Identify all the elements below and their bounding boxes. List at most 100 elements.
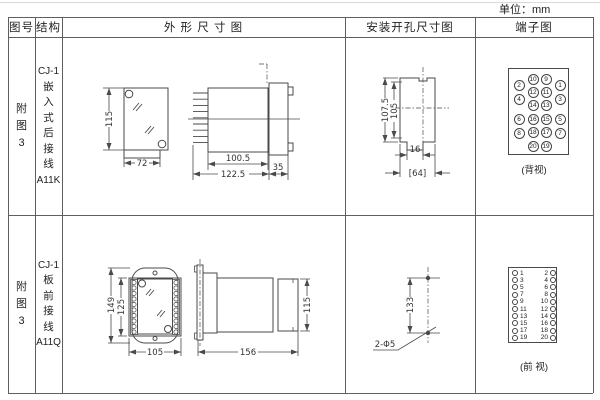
table-header-divider bbox=[8, 37, 593, 38]
terminal-pin: 1 bbox=[554, 79, 566, 91]
terminal-pin: 2 bbox=[513, 79, 525, 91]
row1-outline-drawing: 115 72 100.5 122.5 35 bbox=[103, 63, 300, 180]
terminal-pin-circle bbox=[511, 320, 518, 327]
terminal-pin-circle bbox=[549, 327, 556, 334]
terminal-pin-circle bbox=[511, 298, 518, 305]
row1-install-dims bbox=[382, 77, 450, 177]
table-border-top bbox=[8, 17, 593, 18]
terminal-pin: 3 bbox=[554, 93, 566, 105]
terminal-pin: 6 bbox=[513, 114, 525, 125]
terminal-pin-circle bbox=[511, 327, 518, 334]
header-terminal: 端子图 bbox=[515, 22, 553, 34]
terminal-pin: 15 bbox=[540, 113, 552, 125]
terminal-pin-circle bbox=[511, 313, 518, 320]
terminal-pin-number: 20 bbox=[540, 334, 548, 342]
terminal-front-label: (前 视) bbox=[520, 362, 548, 373]
terminal-pin: 13 bbox=[540, 100, 552, 112]
table-border-right bbox=[593, 17, 594, 393]
terminal-pin: 8 bbox=[513, 127, 525, 139]
terminal-pin-number: 3 bbox=[520, 276, 524, 284]
row2-install-drawing: 133 2-Φ5 bbox=[373, 267, 440, 351]
terminal-pin: 7 bbox=[554, 127, 566, 139]
row2-dim-labels: 149 125 105 156 115 bbox=[107, 297, 313, 358]
terminal-pin-circle bbox=[549, 313, 556, 320]
dim-105: 105 bbox=[390, 103, 400, 119]
terminal-pin-number: 4 bbox=[544, 276, 548, 284]
table-col-line-3 bbox=[345, 17, 346, 393]
row1-dimensions bbox=[103, 87, 289, 180]
row2-front-view bbox=[128, 267, 182, 344]
terminal-pin-number: 9 bbox=[520, 298, 524, 306]
terminal-pin-number: 8 bbox=[544, 291, 548, 299]
terminal-pin-number: 17 bbox=[520, 327, 528, 335]
terminal-pin: 18 bbox=[527, 127, 539, 139]
dim-122-5: 122.5 bbox=[221, 170, 245, 180]
terminal-pin: 16 bbox=[527, 113, 539, 125]
dim-72: 72 bbox=[137, 159, 148, 169]
terminal-pin-circle bbox=[511, 284, 518, 291]
terminal-pin: 11 bbox=[540, 86, 552, 98]
row2-structure: CJ-1 板 前 接 线 A11Q bbox=[36, 259, 61, 349]
dim-64: [64] bbox=[409, 169, 426, 179]
header-install: 安装开孔尺寸图 bbox=[366, 22, 454, 34]
table-border-left bbox=[8, 17, 9, 393]
terminal-pin-circle bbox=[549, 298, 556, 305]
terminal-back-label: (背视) bbox=[521, 165, 547, 176]
row1-install-labels: 107.5 105 16 [64] bbox=[381, 98, 426, 179]
dim-115: 115 bbox=[105, 111, 115, 127]
terminal-pin-number: 7 bbox=[520, 291, 524, 299]
terminal-pin: 9 bbox=[540, 73, 552, 85]
header-outline: 外 形 尺 寸 图 bbox=[163, 22, 244, 34]
terminal-pin-circle bbox=[549, 277, 556, 284]
table-border-bottom bbox=[8, 393, 593, 394]
row1-install-drawing: 107.5 105 16 [64] bbox=[381, 67, 450, 179]
terminal-pin: 10 bbox=[527, 73, 539, 85]
table-col-line-1 bbox=[35, 17, 36, 393]
row1-dim-labels: 115 72 100.5 122.5 35 bbox=[105, 111, 283, 180]
terminal-pin-circle bbox=[549, 306, 556, 312]
dim-156: 156 bbox=[240, 348, 256, 358]
terminal-pin-number: 5 bbox=[520, 283, 524, 291]
table-col-line-2 bbox=[62, 17, 63, 393]
terminal-pin-circle bbox=[511, 306, 518, 312]
dim-2-phi5: 2-Φ5 bbox=[375, 340, 396, 350]
dim-16: 16 bbox=[410, 145, 421, 155]
terminal-pin-number: 6 bbox=[544, 283, 548, 291]
row2-outline-drawing: 149 125 105 156 115 bbox=[107, 259, 313, 358]
terminal-pin-circle bbox=[549, 334, 556, 341]
terminal-pin-number: 14 bbox=[540, 312, 548, 320]
dim-105-w: 105 bbox=[147, 348, 163, 358]
header-structure: 结构 bbox=[36, 22, 61, 34]
unit-label: 单位：mm bbox=[499, 4, 551, 16]
terminal-pin: 12 bbox=[527, 86, 539, 98]
row1-structure: CJ-1 嵌 入 式 后 接 线 A11K bbox=[36, 66, 61, 186]
row2-side-view bbox=[194, 259, 299, 346]
terminal-pin-number: 1 bbox=[520, 269, 524, 277]
dim-107-5: 107.5 bbox=[381, 98, 391, 122]
terminal-pin-number: 19 bbox=[520, 334, 528, 342]
terminal-screw-circles bbox=[131, 280, 179, 335]
terminal-pin: 20 bbox=[527, 140, 539, 152]
row1-figure-no: 附 图 3 bbox=[16, 102, 27, 149]
terminal-pin-circle bbox=[549, 320, 556, 327]
terminal-pin-circle bbox=[511, 334, 518, 341]
terminal-pin: 4 bbox=[513, 93, 525, 105]
terminal-pin: 5 bbox=[554, 114, 566, 125]
row2-figure-no: 附 图 3 bbox=[16, 280, 27, 327]
table-row-divider bbox=[8, 215, 593, 216]
page-edge-line bbox=[0, 2, 600, 3]
terminal-pin-circle bbox=[511, 270, 518, 276]
terminal-pin-circle bbox=[549, 284, 556, 291]
row2-mounting-holes bbox=[407, 267, 440, 343]
row1-front-view bbox=[123, 87, 169, 159]
terminal-pin: 17 bbox=[540, 127, 552, 139]
row2-install-labels: 133 2-Φ5 bbox=[375, 297, 416, 350]
terminal-pin-number: 2 bbox=[544, 269, 548, 277]
terminal-pin-number: 12 bbox=[540, 305, 548, 313]
terminal-pin-number: 13 bbox=[520, 312, 528, 320]
terminal-pin-number: 10 bbox=[540, 298, 548, 306]
terminal-pin-number: 11 bbox=[520, 305, 527, 313]
